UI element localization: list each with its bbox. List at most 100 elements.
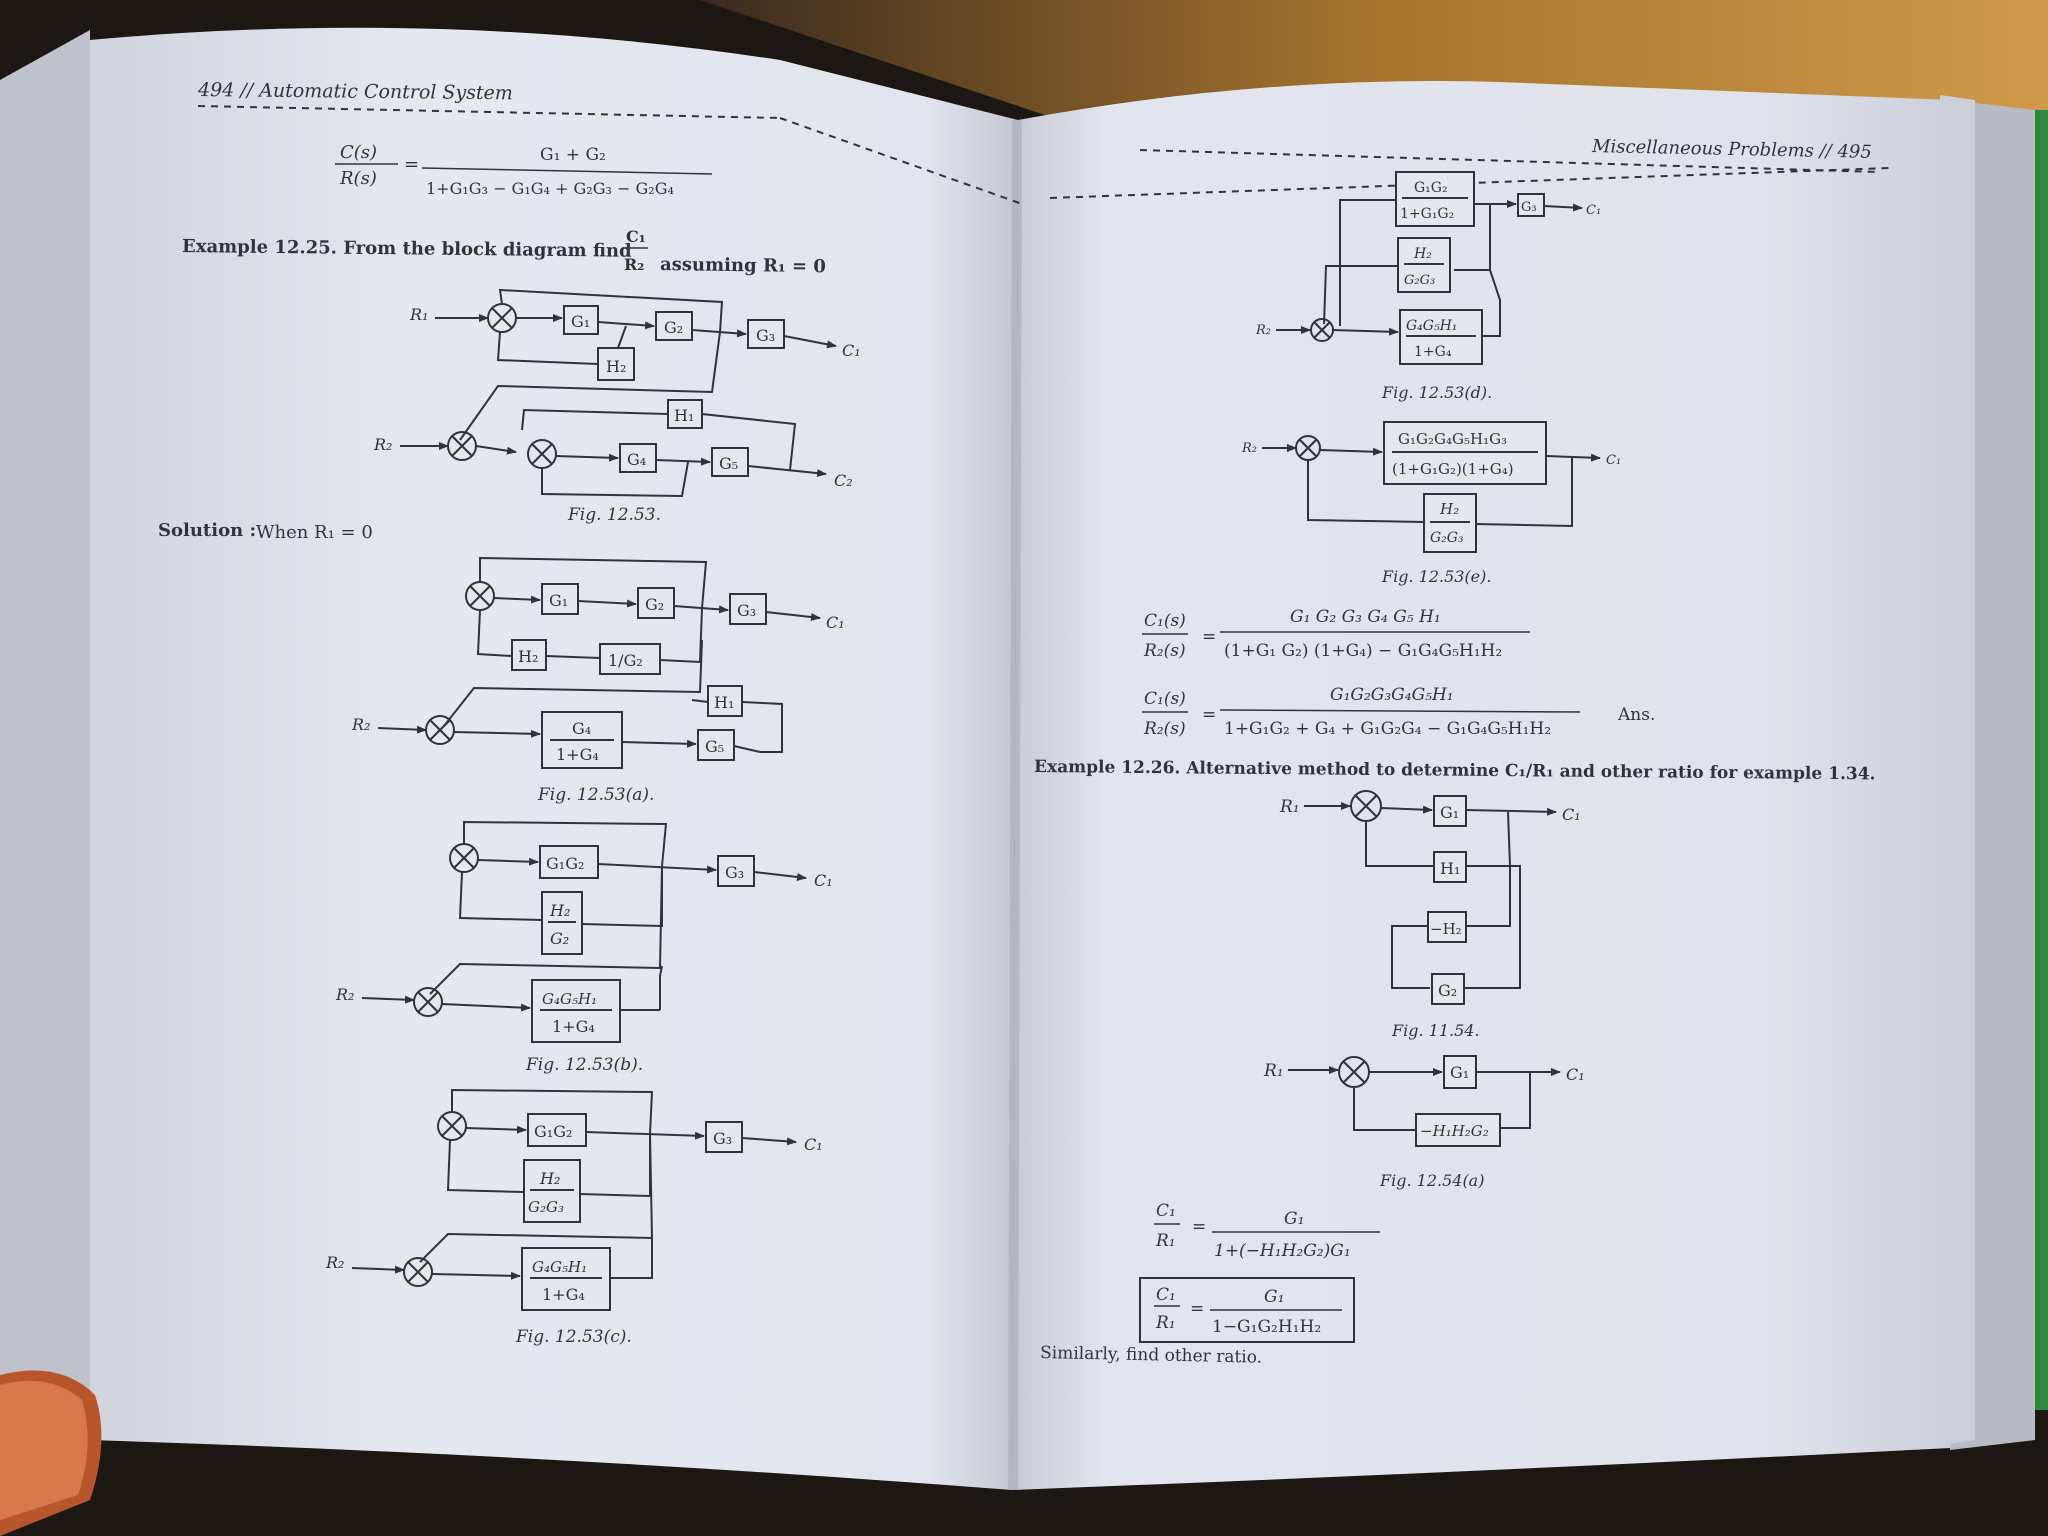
solution-label: Solution : [158, 520, 256, 541]
equation-top: C(s) R(s) = G₁ + G₂ 1+G₁G₃ − G₁G₄ + G₂G₃… [335, 142, 713, 198]
svg-text:1+G₄: 1+G₄ [556, 745, 599, 764]
svg-text:G₁ G₂ G₃ G₄ G₅ H₁: G₁ G₂ G₃ G₄ G₅ H₁ [1290, 607, 1441, 627]
svg-text:=: = [1190, 1299, 1204, 1319]
svg-text:R(s): R(s) [339, 168, 377, 189]
svg-text:R₂(s): R₂(s) [1143, 719, 1186, 739]
svg-text:G₂: G₂ [550, 929, 569, 948]
svg-text:−H₂: −H₂ [1430, 920, 1462, 938]
svg-text:R₂: R₂ [1255, 323, 1271, 338]
svg-text:H₁: H₁ [1440, 859, 1460, 878]
svg-text:R₂: R₂ [325, 1253, 344, 1272]
svg-text:H₂: H₂ [539, 1169, 560, 1188]
svg-text:C₁: C₁ [1586, 203, 1601, 218]
svg-text:G₃: G₃ [756, 326, 775, 345]
svg-text:Fig. 12.54(a): Fig. 12.54(a) [1379, 1171, 1484, 1190]
svg-text:R₂(s): R₂(s) [1143, 641, 1186, 661]
svg-text:C₁(s): C₁(s) [1144, 689, 1186, 709]
svg-text:H₂: H₂ [1439, 500, 1459, 518]
svg-text:G₁: G₁ [1284, 1209, 1304, 1229]
fig-12-53e: R₂ G₁G₂G₄G₅H₁G₃ (1+G₁G₂)(1+G₄) C₁ H₂ G₂G… [1241, 421, 1621, 586]
left-page-content: 494 // Automatic Control System C(s) R(s… [158, 79, 1026, 543]
svg-text:H₂: H₂ [549, 901, 570, 920]
svg-text:G₅: G₅ [719, 454, 738, 473]
svg-text:H₁: H₁ [674, 406, 694, 425]
svg-text:C₁: C₁ [804, 1135, 823, 1154]
svg-text:=: = [1202, 705, 1216, 725]
svg-text:1+G₁G₂ + G₄ + G₁G₂G₄ − G₁G₄G₅H: 1+G₁G₂ + G₄ + G₁G₂G₄ − G₁G₄G₅H₁H₂ [1224, 719, 1551, 739]
svg-text:G₁ + G₂: G₁ + G₂ [540, 145, 606, 165]
svg-text:R₁: R₁ [1155, 1231, 1176, 1251]
equation-1: C₁(s) R₂(s) = G₁ G₂ G₃ G₄ G₅ H₁ (1+G₁ G₂… [1142, 607, 1530, 661]
svg-text:(1+G₁ G₂) (1+G₄) − G₁G₄G₅H₁H₂: (1+G₁ G₂) (1+G₄) − G₁G₄G₅H₁H₂ [1224, 641, 1502, 661]
svg-text:Fig. 12.53(c).: Fig. 12.53(c). [515, 1327, 632, 1347]
svg-text:Fig. 11.54.: Fig. 11.54. [1391, 1021, 1480, 1040]
svg-text:G₁: G₁ [1264, 1287, 1284, 1307]
svg-text:−H₁H₂G₂: −H₁H₂G₂ [1420, 1122, 1489, 1140]
svg-text:R₁: R₁ [409, 305, 428, 324]
svg-text:R₂: R₂ [624, 255, 644, 274]
svg-text:R₂: R₂ [1241, 441, 1257, 456]
page-header: 494 // Automatic Control System [197, 79, 513, 104]
svg-text:G₄: G₄ [572, 719, 591, 738]
svg-text:Fig. 12.53(b).: Fig. 12.53(b). [525, 1055, 643, 1075]
svg-text:C₁: C₁ [1156, 1201, 1176, 1221]
svg-text:G₁G₂: G₁G₂ [534, 1122, 572, 1141]
svg-text:assuming R₁ = 0: assuming R₁ = 0 [660, 254, 826, 277]
svg-text:C₁: C₁ [1606, 453, 1621, 468]
right-page [1012, 81, 1950, 1490]
svg-text:C₂: C₂ [834, 471, 853, 490]
svg-text:C₁(s): C₁(s) [1144, 611, 1186, 631]
svg-text:G₁G₂: G₁G₂ [1414, 180, 1448, 196]
svg-text:1+G₁G₃ − G₁G₄ + G₂G₃ − G₂G₄: 1+G₁G₃ − G₁G₄ + G₂G₃ − G₂G₄ [426, 179, 674, 198]
svg-text:G₃: G₃ [725, 863, 744, 882]
svg-text:H₂: H₂ [606, 357, 626, 376]
svg-text:1+(−H₁H₂G₂)G₁: 1+(−H₁H₂G₂)G₁ [1214, 1241, 1351, 1261]
svg-text:C₁: C₁ [1566, 1065, 1585, 1084]
svg-text:G₄G₅H₁: G₄G₅H₁ [532, 1258, 587, 1276]
fig-12-53a: G₁ G₂ G₃ C₁ H₂ 1/G₂ H₁ R₂ G₄ 1+G₄ G₅ [351, 556, 845, 805]
svg-text:Fig. 12.53(e).: Fig. 12.53(e). [1381, 567, 1491, 586]
equation-4-boxed: C₁ R₁ = G₁ 1−G₁G₂H₁H₂ [1139, 1277, 1355, 1343]
svg-text:G₁G₂: G₁G₂ [546, 854, 584, 873]
fig-12-54a: R₁ G₁ C₁ −H₁H₂G₂ Fig. 12.54(a) [1263, 1055, 1585, 1190]
svg-text:1/G₂: 1/G₂ [608, 651, 643, 670]
svg-text:G₂: G₂ [1438, 981, 1457, 1000]
svg-text:G₃: G₃ [1521, 200, 1537, 215]
svg-text:G₂G₃: G₂G₃ [1430, 530, 1464, 546]
svg-text:Ans.: Ans. [1617, 705, 1655, 725]
solution-text: When R₁ = 0 [256, 522, 373, 543]
svg-text:G₂G₃: G₂G₃ [528, 1198, 564, 1216]
fig-12-53c: G₁G₂ G₃ C₁ H₂ G₂G₃ R₂ G₄G₅H₁ 1+G₄ Fig. 1… [325, 1088, 823, 1347]
svg-text:G₂: G₂ [664, 318, 683, 337]
svg-text:C₁: C₁ [1562, 805, 1581, 824]
svg-text:C₁: C₁ [842, 341, 861, 360]
svg-text:H₂: H₂ [1413, 246, 1432, 262]
fig-11-54: R₁ G₁ C₁ H₁ −H₂ G₂ Fig. 11.54. [1279, 790, 1581, 1040]
svg-text:R₂: R₂ [373, 435, 392, 454]
svg-text:1+G₄: 1+G₄ [1414, 344, 1452, 360]
svg-text:G₄G₅H₁: G₄G₅H₁ [1406, 318, 1457, 334]
final-equations: C₁ R₁ = G₁ 1+(−H₁H₂G₂)G₁ C₁ R₁ = G₁ 1−G₁… [1040, 1201, 1380, 1368]
svg-text:G₃: G₃ [737, 601, 756, 620]
svg-text:G₃: G₃ [713, 1129, 732, 1148]
table-surface [700, 0, 2048, 120]
svg-text:1+G₄: 1+G₄ [542, 1285, 585, 1304]
fig-12-53d: G₁G₂ 1+G₁G₂ G₃ C₁ H₂ G₂G₃ R₂ G₄G₅H₁ 1+G₄… [1255, 171, 1601, 402]
svg-text:G₁: G₁ [549, 591, 568, 610]
svg-text:R₂: R₂ [335, 985, 354, 1004]
svg-text:1+G₄: 1+G₄ [552, 1017, 595, 1036]
svg-text:C₁: C₁ [826, 613, 845, 632]
footer-text: Similarly, find other ratio. [1040, 1343, 1262, 1368]
svg-text:G₅: G₅ [705, 737, 724, 756]
fig-12-53b: G₁G₂ G₃ C₁ H₂ G₂ R₂ G₄G₅H₁ 1+G₄ Fig. 12.… [335, 820, 833, 1075]
svg-text:R₁: R₁ [1279, 797, 1300, 817]
svg-text:Fig. 12.53(a).: Fig. 12.53(a). [537, 785, 654, 805]
svg-text:G₂G₃: G₂G₃ [1404, 273, 1435, 288]
svg-text:H₁: H₁ [714, 693, 734, 712]
svg-text:G₄G₅H₁: G₄G₅H₁ [542, 990, 597, 1008]
svg-text:(1+G₁G₂)(1+G₄): (1+G₁G₂)(1+G₄) [1392, 460, 1514, 478]
svg-text:G₂: G₂ [645, 595, 664, 614]
svg-text:=: = [404, 154, 419, 175]
svg-text:G₁: G₁ [1440, 803, 1459, 822]
